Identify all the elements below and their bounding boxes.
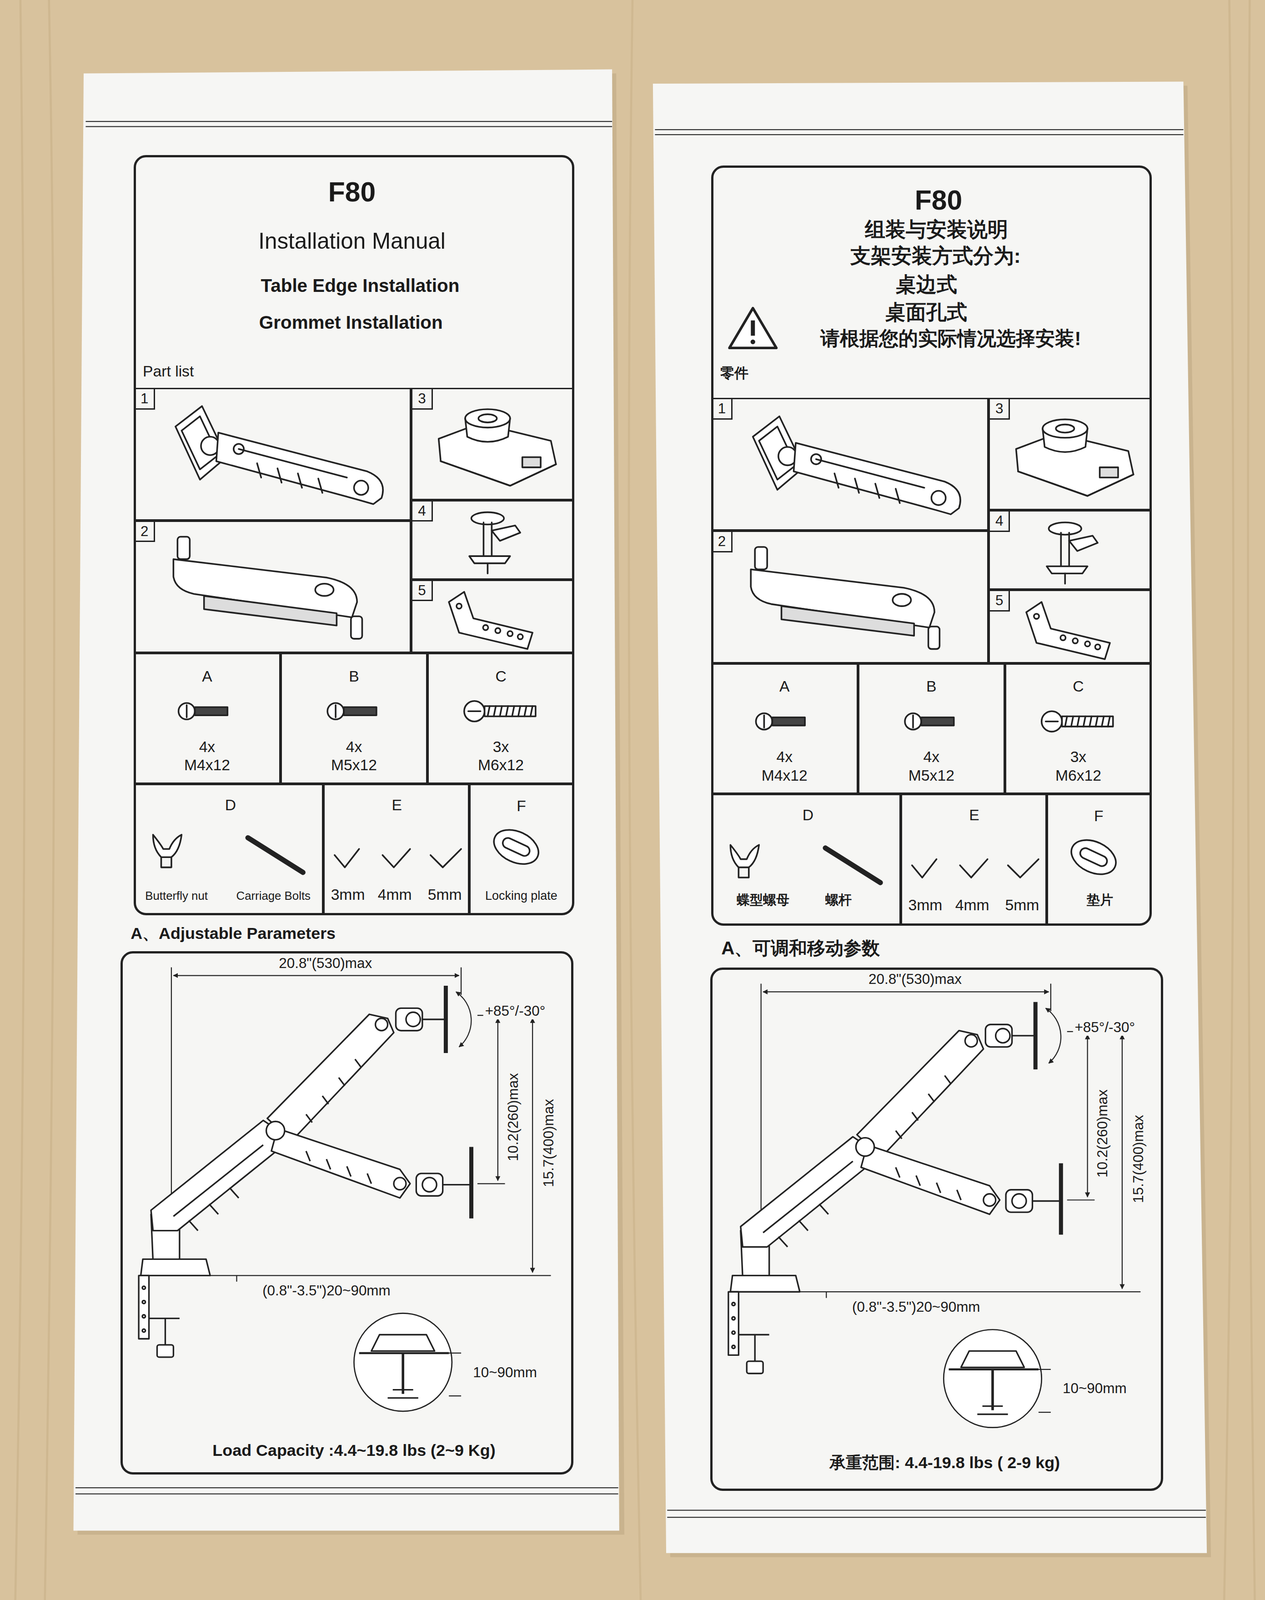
label-text: C [1072, 677, 1084, 696]
hardware-cell: A 4x M4x12 [133, 652, 281, 784]
label-text: F [516, 797, 527, 816]
label-text: 蝶型螺母 [736, 892, 790, 909]
callout-number: 4 [412, 501, 433, 523]
dimension-label: (0.8"-3.5")20~90mm [850, 1299, 983, 1316]
dimension-label: 10.2(260)max [504, 1071, 522, 1164]
parameter-panel: A、Adjustable ParametersLoad Capacity :4.… [120, 951, 574, 1475]
label-text: 垫片 [1086, 892, 1114, 909]
label-text: Table Edge Installation [261, 274, 460, 297]
label-text: A、可调和移动参数 [721, 937, 880, 959]
label-text: 螺杆 [825, 892, 852, 909]
hardware-cell: F Locking plate [469, 783, 575, 916]
part-cell: 1 [133, 387, 412, 521]
dimension-label: 10.2(260)max [1094, 1087, 1111, 1180]
label-text: Butterfly nut [145, 888, 208, 904]
parameter-panel: A、可调和移动参数承重范围: 4.4-19.8 lbs ( 2-9 kg) [710, 967, 1164, 1491]
label-text: E [968, 806, 979, 825]
label-text: 3x M6x12 [477, 737, 524, 775]
callout-number: 4 [989, 511, 1010, 533]
dimension-label: 10~90mm [1060, 1380, 1129, 1397]
part-cell: 5 [411, 579, 575, 654]
dimension-label: 15.7(400)max [540, 1097, 558, 1190]
part-cell: 3 [988, 397, 1152, 511]
label-text: 4x M5x12 [331, 737, 377, 775]
dimension-label: +85°/-30° [1072, 1019, 1137, 1036]
hardware-cell: C 3x M6x12 [1004, 663, 1152, 794]
label-text: D [802, 806, 814, 825]
manual-panel: F80组装与安装说明支架安装方式分为: 桌边式桌面孔式请根据您的实际情况选择安装!… [711, 165, 1152, 926]
label-text: 4x M4x12 [184, 737, 231, 775]
part-cell: 1 [711, 397, 989, 531]
label-text: A [779, 677, 790, 696]
dimension-label: +85°/-30° [483, 1003, 548, 1020]
hardware-cell: A 4x M4x12 [711, 663, 859, 794]
callout-number: 3 [989, 399, 1010, 420]
manual-panel: F80Installation ManualTable Edge Install… [133, 155, 575, 916]
label-text: F80 [914, 183, 963, 217]
part-cell: 4 [988, 510, 1152, 590]
label-text: Grommet Installation [259, 311, 443, 334]
label-text: 桌边式 [895, 272, 958, 297]
label-text: E [391, 796, 402, 815]
callout-number: 2 [135, 522, 156, 543]
hardware-cell: E 3mm 4mm 5mm [900, 793, 1047, 926]
hardware-cell: E 3mm 4mm 5mm [323, 783, 470, 916]
label-text: 4x M5x12 [908, 747, 955, 785]
label-text: B [348, 667, 359, 686]
label-text: 承重范围: 4.4-19.8 lbs ( 2-9 kg) [829, 1453, 1060, 1474]
label-text: A [201, 667, 212, 686]
label-text: B [926, 677, 937, 696]
callout-number: 5 [412, 581, 433, 602]
part-cell: 2 [133, 520, 412, 654]
label-text: Carriage Bolts [236, 888, 311, 904]
dimension-label: 20.8"(530)max [866, 971, 964, 988]
label-text: Part list [142, 362, 194, 381]
label-text: 3mm [331, 885, 366, 904]
part-cell: 3 [411, 387, 575, 501]
label-text: 4mm [955, 895, 990, 914]
part-cell: 4 [411, 500, 575, 580]
callout-number: 3 [412, 389, 433, 410]
label-text: 桌面孔式 [885, 300, 968, 325]
label-text: 请根据您的实际情况选择安装! [820, 327, 1081, 351]
hardware-cell: B 4x M5x12 [280, 652, 428, 784]
label-text: 5mm [1005, 895, 1040, 914]
callout-number: 1 [135, 389, 156, 410]
label-text: F [1094, 807, 1104, 826]
dimension-label: 15.7(400)max [1130, 1113, 1147, 1206]
dimension-label: (0.8"-3.5")20~90mm [260, 1282, 393, 1300]
label-text: 5mm [427, 885, 462, 904]
label-text: 3mm [908, 895, 943, 914]
label-text: C [495, 667, 507, 686]
callout-number: 1 [712, 399, 733, 420]
callout-number: 2 [712, 532, 733, 553]
dimension-label: 10~90mm [471, 1364, 539, 1381]
hardware-cell: F 垫片 [1046, 793, 1152, 926]
label-text: D [225, 796, 236, 815]
part-cell: 2 [711, 530, 989, 664]
label-text: 支架安装方式分为: [850, 243, 1021, 269]
label-text: 组装与安装说明 [864, 217, 1009, 242]
label-text: A、Adjustable Parameters [130, 923, 336, 944]
hardware-cell: D 蝶型螺母 螺杆 [711, 793, 901, 926]
label-text: F80 [328, 175, 376, 209]
callout-number: 5 [989, 591, 1010, 612]
hardware-cell: C 3x M6x12 [427, 652, 575, 784]
label-text: 3x M6x12 [1055, 747, 1102, 785]
label-text: Locking plate [485, 888, 558, 904]
dimension-label: 20.8"(530)max [276, 955, 374, 972]
label-text: 4x M4x12 [761, 747, 808, 785]
label-text: Installation Manual [258, 227, 446, 255]
hardware-cell: B 4x M5x12 [858, 663, 1005, 794]
label-text: 零件 [720, 365, 749, 383]
label-text: Load Capacity :4.4~19.8 lbs (2~9 Kg) [212, 1441, 496, 1461]
label-text: 4mm [377, 885, 412, 904]
hardware-cell: D Butterfly nut Carriage Bolts [133, 783, 324, 916]
part-cell: 5 [988, 589, 1152, 664]
